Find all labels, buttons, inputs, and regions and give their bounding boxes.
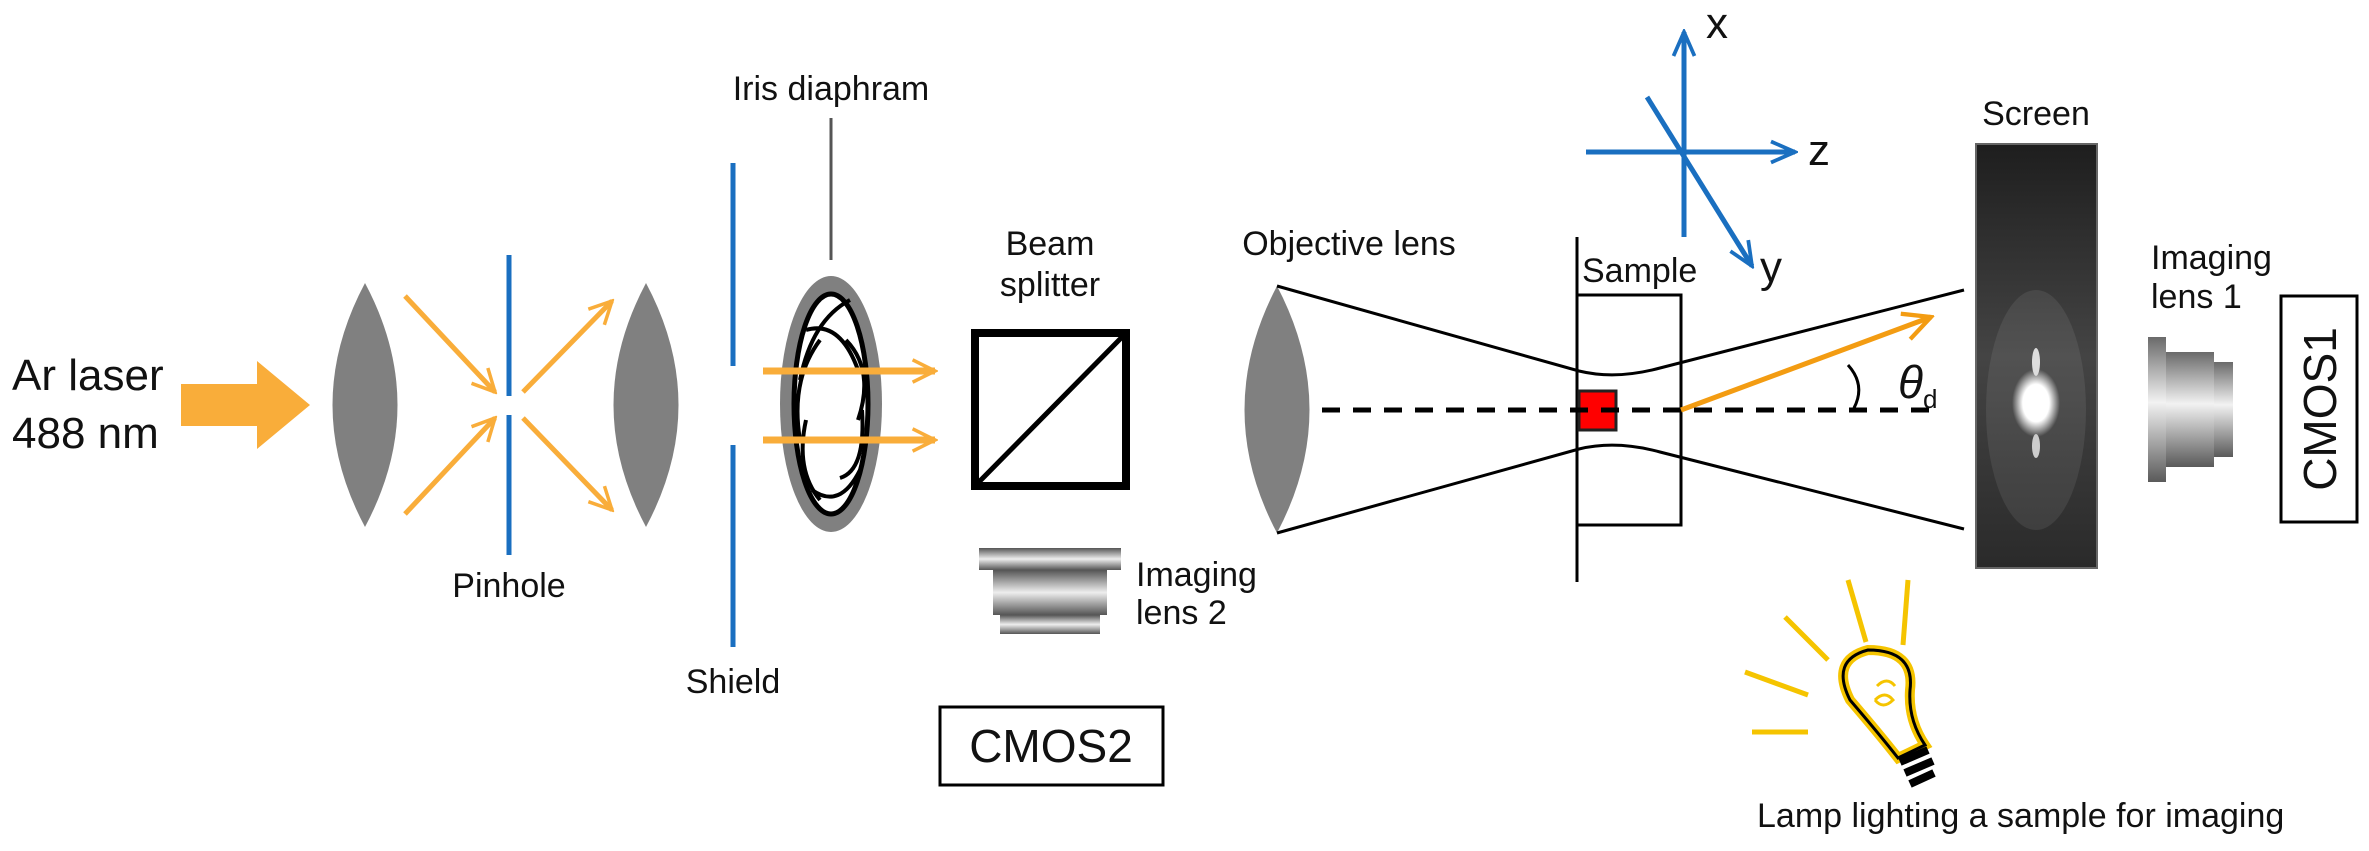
z-axis-label: z (1808, 126, 1830, 175)
objective-lens (1244, 286, 1310, 533)
lamp-icon (1744, 579, 1936, 788)
cmos1-camera (2279, 294, 2359, 524)
cmos2-label: CMOS2 (969, 720, 1133, 772)
diffracted-ray (1680, 317, 1931, 413)
shield-label: Shield (686, 663, 781, 701)
cmos1-label: CMOS1 (2294, 327, 2346, 491)
laser-beam-arrow (181, 361, 310, 449)
iris-label: Iris diaphram (733, 70, 930, 108)
theta-angle-arc (1846, 363, 1861, 409)
beam-envelope-lower (1276, 443, 1965, 535)
theta-subscript: d (1923, 384, 1937, 414)
cmos2-camera (938, 705, 1165, 787)
imaging-lens-1-label-2: lens 1 (2151, 278, 2242, 316)
beam-splitter-label-1: Beam (1006, 225, 1095, 263)
theta-label: θd (1898, 356, 1937, 414)
collimating-lens-1 (332, 283, 398, 527)
laser-label: Ar laser (12, 351, 164, 400)
imaging-lens-1 (2148, 337, 2233, 482)
x-axis-label: x (1706, 0, 1728, 48)
imaging-lens-1-label-1: Imaging (2151, 239, 2272, 277)
sample-label: Sample (1582, 252, 1697, 290)
screen-label: Screen (1982, 95, 2090, 133)
y-axis-arrow (1644, 95, 1752, 266)
coordinate-axes (1586, 32, 1795, 266)
collimated-beam (763, 371, 935, 440)
imaging-lens-2-label-1: Imaging (1136, 556, 1257, 594)
laser-wavelength-label: 488 nm (12, 409, 159, 458)
pinhole-label: Pinhole (452, 567, 565, 605)
beam-splitter (971, 329, 1130, 490)
beam-envelope-upper (1276, 284, 1965, 377)
iris-diaphragm (780, 276, 882, 532)
screen (1975, 143, 2098, 569)
objective-lens-label: Objective lens (1242, 225, 1456, 263)
lamp-label: Lamp lighting a sample for imaging (1757, 797, 2284, 835)
imaging-lens-2 (979, 548, 1121, 634)
theta-symbol: θ (1898, 356, 1923, 408)
imaging-lens-2-label-2: lens 2 (1136, 594, 1227, 632)
collimating-lens-2 (613, 283, 679, 527)
beam-splitter-label-2: splitter (1000, 266, 1100, 304)
focusing-rays (403, 294, 612, 516)
y-axis-label: y (1760, 243, 1782, 292)
